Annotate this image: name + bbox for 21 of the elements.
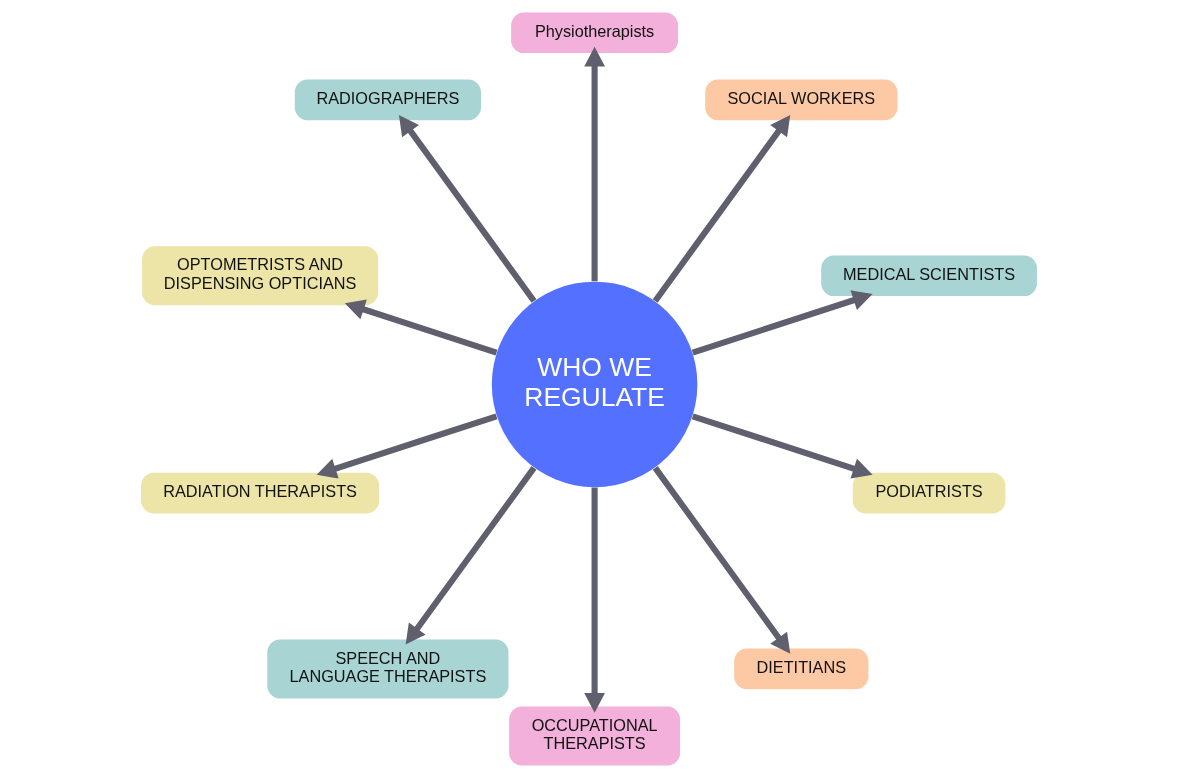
node-box: SPEECH AND LANGUAGE THERAPISTS (267, 639, 509, 699)
node-box: MEDICAL SCIENTISTS (821, 255, 1037, 297)
node-circle: WHO WE REGULATE (491, 281, 698, 488)
node-box: RADIOGRAPHERS (294, 79, 481, 121)
arrow (691, 290, 873, 356)
arrow (405, 466, 537, 645)
arrow (652, 466, 791, 654)
arrow (584, 487, 605, 713)
node-box: OPTOMETRISTS AND DISPENSING OPTICIANS (142, 246, 379, 306)
node-box: DIETITIANS (734, 648, 869, 690)
arrow (584, 46, 605, 282)
arrow (316, 413, 498, 479)
node-box: RADIATION THERAPISTS (141, 472, 380, 514)
node-box: OCCUPATIONAL THERAPISTS (509, 706, 681, 766)
arrow (652, 115, 791, 303)
arrow (398, 115, 537, 303)
arrow (691, 413, 873, 479)
arrow (344, 299, 498, 356)
node-box: Physiotherapists (511, 12, 679, 54)
node-box: PODIATRISTS (852, 472, 1006, 514)
node-box: SOCIAL WORKERS (705, 79, 898, 121)
